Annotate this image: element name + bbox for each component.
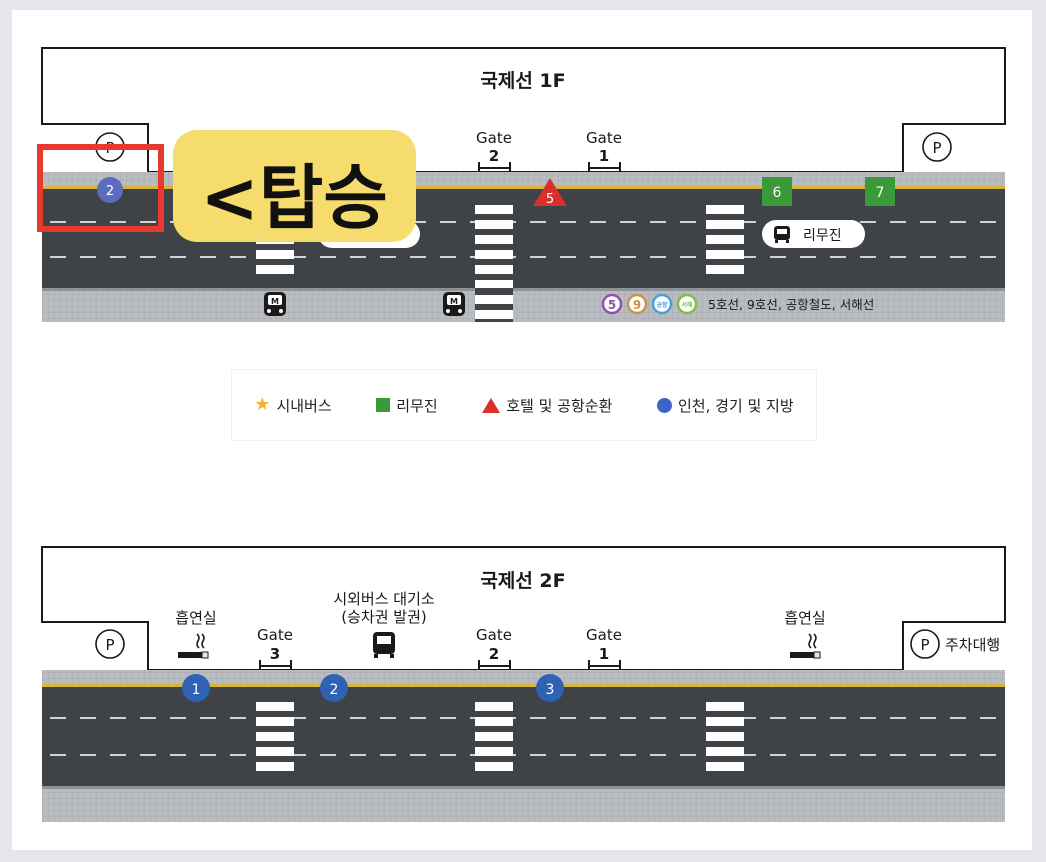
crosswalks xyxy=(256,702,744,771)
svg-text:P: P xyxy=(932,139,941,157)
map-legend: ★ 시내버스 리무진 호텔 및 공항순환 인천, 경기 및 지방 xyxy=(232,370,816,440)
smoking-icon xyxy=(790,633,821,659)
stop-3-marker: 3 xyxy=(536,674,564,702)
svg-text:2: 2 xyxy=(489,645,499,663)
subway-line-badges: 5 9 공항 서해 5호선, 9호선, 공항철도, 서해선 xyxy=(601,293,874,315)
stop-5-marker: 5 xyxy=(533,178,567,207)
legend-item-limousine: 리무진 xyxy=(376,395,438,416)
stop-2-marker: 2 xyxy=(97,177,123,203)
legend-item-city-bus: ★ 시내버스 xyxy=(254,395,331,416)
airport-line-badge xyxy=(651,293,673,315)
svg-text:리무진: 리무진 xyxy=(803,228,842,244)
seohae-line-badge xyxy=(676,293,698,315)
stop-2-marker: 2 xyxy=(320,674,348,702)
gate-1-label: Gate 1 xyxy=(586,129,622,165)
svg-text:P: P xyxy=(105,636,114,654)
legend-label: 인천, 경기 및 지방 xyxy=(677,396,794,415)
svg-text:서해: 서해 xyxy=(681,301,692,309)
smoking-room-label: 흡연실 xyxy=(784,609,825,627)
limousine-label-pill: 리무진 xyxy=(762,220,865,248)
bus-waiting-area-label: 시외버스 대기소 xyxy=(333,590,435,608)
valet-parking-label: 주차대행 xyxy=(945,636,1000,654)
highlight-box xyxy=(37,144,164,232)
floor2: 국제선 2F P P 주차대행 흡연실 흡연실 xyxy=(41,546,1006,822)
legend-label: 호텔 및 공항순환 xyxy=(506,396,613,415)
sidewalk-upper xyxy=(42,670,1005,686)
svg-text:5: 5 xyxy=(546,192,554,207)
road xyxy=(42,687,1005,786)
curb-line xyxy=(42,684,1005,687)
svg-text:<탑승: <탑승 xyxy=(200,157,387,239)
sidewalk-lower xyxy=(42,786,1005,822)
lane-markings xyxy=(50,717,1000,756)
svg-text:7: 7 xyxy=(876,185,885,201)
legend-item-hotel-shuttle: 호텔 및 공항순환 xyxy=(482,395,612,416)
gate-3-label: Gate 3 xyxy=(257,626,293,663)
stop-7-marker: 7 xyxy=(865,177,895,206)
svg-text:1: 1 xyxy=(599,645,609,663)
svg-text:1: 1 xyxy=(599,147,609,165)
svg-text:9: 9 xyxy=(633,298,641,312)
svg-text:M: M xyxy=(271,297,279,306)
gate-1-label: Gate 1 xyxy=(586,626,622,663)
bus-icon xyxy=(373,632,395,658)
boarding-callout: <탑승 xyxy=(173,130,416,242)
line-5-badge xyxy=(601,293,623,315)
parking-icon: P xyxy=(910,629,940,659)
gate-2-label: Gate 2 xyxy=(476,626,512,663)
svg-text:1: 1 xyxy=(192,682,201,698)
stop-1-marker: 1 xyxy=(182,674,210,702)
legend-item-regional-bus: 인천, 경기 및 지방 xyxy=(656,395,794,416)
stop-6-marker: 6 xyxy=(762,177,792,206)
bus-waiting-area-sublabel: (승차권 발권) xyxy=(341,608,426,626)
metro-icon: M xyxy=(264,292,286,316)
metro-icon: M xyxy=(443,292,465,316)
square-icon xyxy=(376,398,391,412)
floor2-title: 국제선 2F xyxy=(480,570,565,592)
svg-text:Gate: Gate xyxy=(476,626,512,644)
svg-text:2: 2 xyxy=(330,682,339,698)
parking-icon: P xyxy=(922,132,952,162)
parking-icon: P xyxy=(95,629,125,659)
svg-text:3: 3 xyxy=(270,645,280,663)
svg-text:6: 6 xyxy=(773,185,782,201)
legend-label: 시내버스 xyxy=(276,396,332,415)
svg-text:Gate: Gate xyxy=(586,626,622,644)
sidewalk-lower xyxy=(42,288,1005,322)
svg-text:Gate: Gate xyxy=(257,626,293,644)
legend-label: 리무진 xyxy=(396,396,438,415)
bus-icon xyxy=(774,226,790,243)
svg-text:2: 2 xyxy=(106,184,114,199)
line-9-badge xyxy=(626,293,648,315)
triangle-icon xyxy=(482,397,501,413)
subway-lines-text: 5호선, 9호선, 공항철도, 서해선 xyxy=(708,297,874,312)
floor1: 국제선 1F P P Gate 2 Gate 1 xyxy=(37,47,1006,322)
svg-text:공항: 공항 xyxy=(656,301,668,309)
curb-line xyxy=(42,186,1005,189)
star-icon: ★ xyxy=(254,394,271,415)
svg-text:5: 5 xyxy=(608,298,616,312)
circle-icon xyxy=(656,397,672,413)
smoking-room-label: 흡연실 xyxy=(175,609,216,627)
svg-text:3: 3 xyxy=(546,682,555,698)
svg-text:Gate: Gate xyxy=(586,129,622,147)
svg-text:2: 2 xyxy=(489,147,499,165)
smoking-icon xyxy=(178,633,209,659)
gate-2-label: Gate 2 xyxy=(476,129,512,165)
svg-text:M: M xyxy=(450,297,458,306)
svg-text:Gate: Gate xyxy=(476,129,512,147)
floor1-title: 국제선 1F xyxy=(480,70,565,92)
svg-text:P: P xyxy=(920,636,929,654)
